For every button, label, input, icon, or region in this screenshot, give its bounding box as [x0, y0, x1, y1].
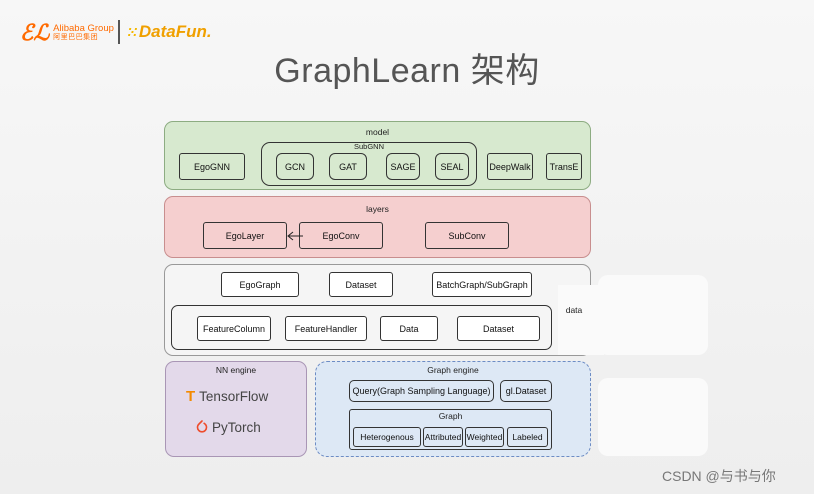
egoconv-to-egolayer-arrow	[287, 231, 303, 241]
model-gcn: GCN	[276, 153, 314, 180]
datafun-text: DataFun.	[138, 22, 212, 41]
data-data: Data	[380, 316, 438, 341]
data-featurecolumn: FeatureColumn	[197, 316, 271, 341]
model-seal: SEAL	[435, 153, 469, 180]
model-gat: GAT	[329, 153, 367, 180]
alibaba-mark: ℰℒ	[20, 20, 50, 46]
data-featurehandler: FeatureHandler	[285, 316, 367, 341]
graph-engine-gl-dataset: gl.Dataset	[500, 380, 552, 402]
background-decoration	[598, 275, 708, 355]
pytorch-text: PyTorch	[212, 420, 261, 435]
data-panel-right-notch	[558, 285, 604, 355]
layer-subconv: SubConv	[425, 222, 509, 249]
alibaba-cn: 阿里巴巴集团	[53, 34, 99, 41]
graph-attributed: Attributed	[423, 427, 463, 447]
model-deepwalk: DeepWalk	[487, 153, 533, 180]
alibaba-text: Alibaba Group 阿里巴巴集团	[53, 24, 114, 42]
nn-engine-label: NN engine	[215, 365, 257, 375]
csdn-watermark: CSDN @与书与你	[662, 468, 776, 484]
background-decoration	[598, 378, 708, 456]
alibaba-group-logo: ℰℒ Alibaba Group 阿里巴巴集团	[20, 22, 114, 44]
pytorch-logo: PyTorch	[196, 420, 261, 435]
data-egograph: EgoGraph	[221, 272, 299, 297]
graph-labeled: Labeled	[507, 427, 548, 447]
model-transe: TransE	[546, 153, 582, 180]
slide-title: GraphLearn 架构	[274, 52, 540, 90]
nn-engine-panel	[165, 361, 307, 457]
data-feature-group	[171, 305, 552, 350]
datafun-mark: ⁙	[127, 25, 138, 40]
data-batchgraph-subgraph: BatchGraph/SubGraph	[432, 272, 532, 297]
layer-egolayer: EgoLayer	[203, 222, 287, 249]
subgnn-label: SubGNN	[353, 142, 384, 151]
data-dataset-bottom: Dataset	[457, 316, 540, 341]
tensorflow-text: TensorFlow	[199, 389, 269, 404]
subgnn-group	[261, 142, 477, 186]
model-egognn: EgoGNN	[179, 153, 245, 180]
layer-egoconv: EgoConv	[299, 222, 383, 249]
model-sage: SAGE	[386, 153, 420, 180]
data-label: data	[565, 305, 583, 315]
pytorch-icon	[196, 420, 208, 433]
graph-label: Graph	[438, 411, 463, 421]
layers-label: layers	[366, 204, 389, 214]
tensorflow-icon: T	[186, 388, 196, 405]
logo-divider	[118, 20, 120, 44]
graph-weighted: Weighted	[465, 427, 504, 447]
datafun-logo: ⁙DataFun.	[127, 22, 212, 42]
graph-engine-label: Graph engine	[427, 365, 479, 375]
tensorflow-logo: T TensorFlow	[186, 388, 268, 405]
graph-heterogenous: Heterogenous	[353, 427, 421, 447]
model-label: model	[365, 127, 390, 137]
graph-engine-query: Query(Graph Sampling Language)	[349, 380, 494, 402]
alibaba-en: Alibaba Group	[53, 23, 114, 34]
data-dataset-top: Dataset	[329, 272, 393, 297]
